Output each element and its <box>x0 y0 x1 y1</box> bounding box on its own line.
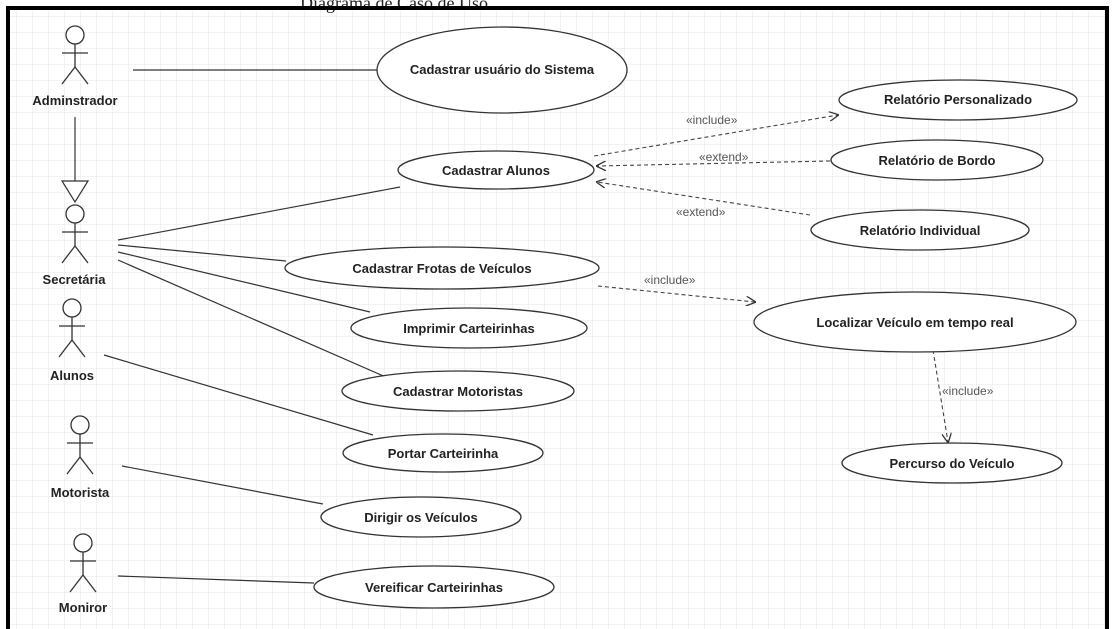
assoc-secretaria-imprimir-carteirinhas <box>117 251 371 313</box>
usecase-imprimir-carteirinhas-label: Imprimir Carteirinhas <box>403 321 535 336</box>
usecase-localizar-veiculo-label: Localizar Veículo em tempo real <box>816 315 1013 330</box>
usecase-relatorio-personalizado <box>838 79 1078 121</box>
stereotype-include-1: «include» <box>686 113 738 127</box>
extend-relatorio-individual <box>597 182 811 216</box>
usecase-dirigir-veiculos-label: Dirigir os Veículos <box>364 510 477 525</box>
usecase-cadastrar-usuario <box>376 26 628 114</box>
assoc-monitor-verificar-carteirinhas <box>117 575 315 584</box>
usecase-imprimir-carteirinhas <box>350 307 588 349</box>
stereotype-extend-1: «extend» <box>699 150 749 164</box>
assoc-secretaria-cadastrar-frotas <box>117 244 287 262</box>
actor-monitor-figure <box>69 533 97 593</box>
actor-admin-figure <box>61 25 89 85</box>
usecase-percurso-veiculo <box>841 442 1063 484</box>
usecase-cadastrar-frotas <box>284 246 600 290</box>
usecase-localizar-veiculo <box>753 291 1077 353</box>
assoc-secretaria-cadastrar-motoristas <box>117 259 389 379</box>
usecase-portar-carteirinha <box>342 433 544 473</box>
usecase-percurso-veiculo-label: Percurso do Veículo <box>890 456 1015 471</box>
usecase-cadastrar-motoristas <box>341 370 575 412</box>
diagram-border <box>6 6 1109 629</box>
stereotype-extend-2: «extend» <box>676 205 726 219</box>
usecase-verificar-carteirinhas-label: Vereificar Carteirinhas <box>365 580 503 595</box>
extend-relatorio-bordo <box>597 160 831 166</box>
actor-secretaria-label: Secretária <box>43 272 107 287</box>
stereotype-include-2: «include» <box>644 273 696 287</box>
include-localizar-veiculo <box>597 285 755 302</box>
usecase-dirigir-veiculos <box>320 496 522 538</box>
generalization-arrowhead <box>60 180 90 204</box>
usecase-portar-carteirinha-label: Portar Carteirinha <box>388 446 499 461</box>
usecase-relatorio-individual <box>810 209 1030 251</box>
assoc-alunos-portar-carteirinha <box>103 354 374 436</box>
usecase-cadastrar-frotas-label: Cadastrar Frotas de Veículos <box>352 261 531 276</box>
usecase-cadastrar-usuario-label: Cadastrar usuário do Sistema <box>410 62 595 77</box>
actor-alunos-figure <box>58 298 86 358</box>
include-percurso-veiculo <box>932 349 948 442</box>
usecase-relatorio-individual-label: Relatório Individual <box>860 223 981 238</box>
actor-motorista-figure <box>66 415 94 475</box>
actor-admin-label: Adminstrador <box>32 93 117 108</box>
usecase-verificar-carteirinhas <box>313 565 555 609</box>
usecase-cadastrar-alunos <box>397 150 595 190</box>
usecase-relatorio-bordo <box>830 139 1044 181</box>
actor-alunos-label: Alunos <box>50 368 94 383</box>
include-relatorio-personalizado <box>593 115 838 157</box>
usecase-cadastrar-alunos-label: Cadastrar Alunos <box>442 163 550 178</box>
usecase-cadastrar-motoristas-label: Cadastrar Motoristas <box>393 384 523 399</box>
actor-secretaria-figure <box>61 204 89 264</box>
actor-monitor-label: Moniror <box>59 600 107 615</box>
stereotype-include-3: «include» <box>942 384 994 398</box>
usecase-relatorio-personalizado-label: Relatório Personalizado <box>884 92 1032 107</box>
assoc-secretaria-cadastrar-alunos <box>117 186 401 241</box>
actor-motorista-label: Motorista <box>51 485 110 500</box>
assoc-motorista-dirigir-veiculos <box>121 465 324 505</box>
usecase-relatorio-bordo-label: Relatório de Bordo <box>878 153 995 168</box>
